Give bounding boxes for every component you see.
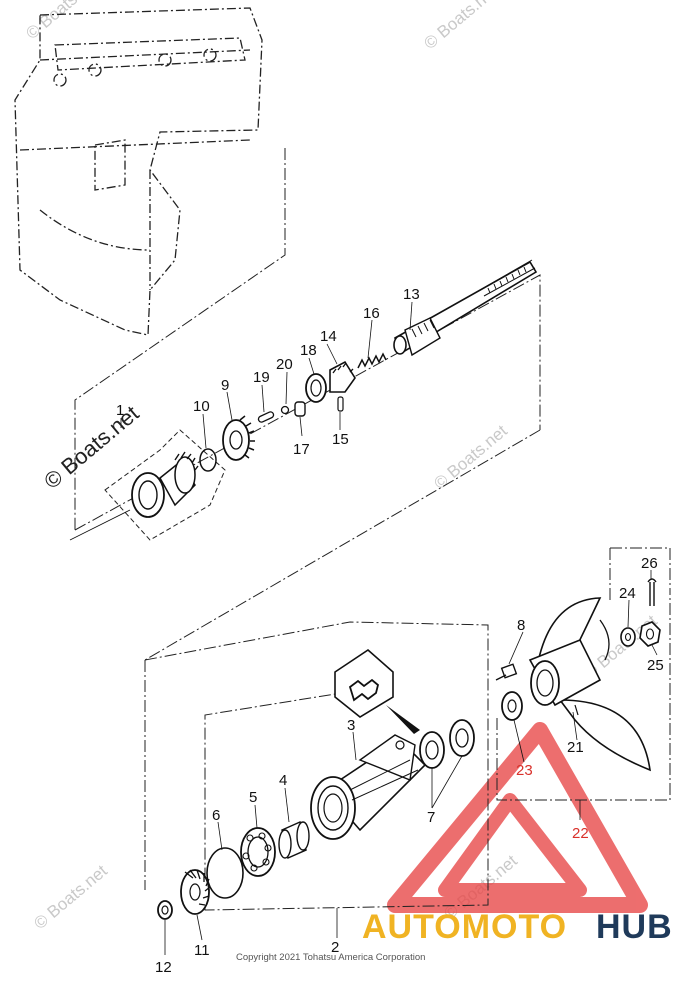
callout-18: 18 [300,342,317,359]
callout-12: 12 [155,959,172,976]
callout-13: 13 [403,286,420,303]
callout-17: 17 [293,441,310,458]
main-watermark: © Boats.net [39,401,143,494]
part-12-washer [157,900,173,920]
watermark: © Boats.net [30,861,111,933]
part-1-forward-gear-assembly [69,429,226,541]
part-8-grease-nipple [495,663,518,681]
callout-23: 23 [516,762,533,779]
part-9-reverse-gear [222,415,255,461]
part-24-washer [620,627,636,647]
callout-1: 1 [116,402,124,419]
logo-text-automoto: AUTOMOTO [362,908,567,946]
callout-22: 22 [572,825,589,842]
callout-26: 26 [641,555,658,572]
callout-24: 24 [619,585,636,602]
callout-7: 7 [427,809,435,826]
callout-8: 8 [517,617,525,634]
part-19-pin [257,411,275,423]
callout-19: 19 [253,369,270,386]
watermark: © Boats.net [430,421,511,493]
callout-3: 3 [347,717,355,734]
leader-lines [120,301,658,955]
detail-inset [334,648,420,734]
watermark: © Boats.net [22,0,103,43]
part-25-castle-nut [639,621,661,647]
copyright-text: Copyright 2021 Tohatsu America Corporati… [236,952,425,963]
part-7-oil-seals [419,719,475,769]
callout-16: 16 [363,305,380,322]
part-10-shim [199,448,217,472]
part-26-cotter-pin [647,578,657,606]
logo-text-hub: HUB [596,908,673,946]
part-4-needle-bearing [278,820,310,860]
part-16-spring [357,352,387,369]
part-23-thrust-holder [501,691,523,721]
part-3-bearing-carrier [310,734,427,840]
part-20-ball [280,405,290,415]
callout-5: 5 [249,789,257,806]
callout-numbers: 1 2 3 4 5 6 7 8 9 10 11 12 13 14 15 16 1… [116,286,664,976]
part-11-pinion-gear [180,869,211,915]
watermark: © Boats.net [420,0,501,53]
part-15-pin [337,396,344,412]
part-17-sleeve [294,401,306,417]
lower-unit-housing [14,7,263,336]
automotohub-triangle-logo [387,722,648,913]
callout-6: 6 [212,807,220,824]
part-18-clutch-ring [305,373,327,403]
callout-21: 21 [567,739,584,756]
part-6-o-ring [206,847,244,899]
callout-9: 9 [221,377,229,394]
callout-4: 4 [279,772,287,789]
callout-20: 20 [276,356,293,373]
callout-15: 15 [332,431,349,448]
part-5-ball-bearing [240,827,276,877]
part-13-propeller-shaft [393,259,538,357]
part-14-dog-clutch [329,360,356,393]
callout-10: 10 [193,398,210,415]
part-21-propeller [528,597,651,772]
callout-14: 14 [320,328,337,345]
callout-25: 25 [647,657,664,674]
callout-2: 2 [331,939,339,956]
automotohub-logo-text: AUTOMOTO HUB [362,908,673,946]
callout-11: 11 [194,942,210,959]
